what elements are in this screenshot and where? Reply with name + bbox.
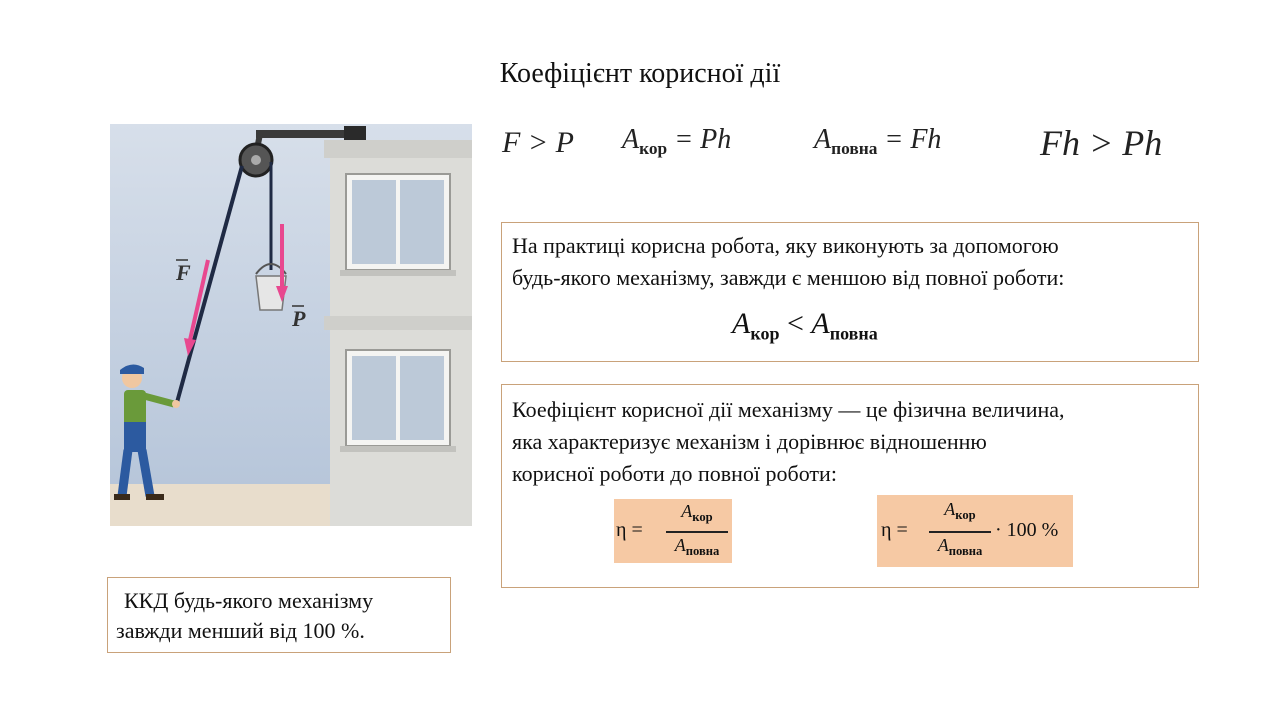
efficiency-formula: η = Aкор Aповна: [614, 499, 732, 563]
formula-a-total: Aповна = Fh: [814, 124, 942, 159]
efficiency-note-box: ККД будь-якого механізму завжди менший в…: [107, 577, 451, 653]
label-f: F: [175, 260, 191, 285]
rope-pull: [174, 165, 244, 407]
definition-box: Коефіцієнт корисної дії механізму — це ф…: [501, 384, 1199, 588]
label-p: P: [291, 306, 306, 331]
numerator: Aкор: [681, 501, 713, 524]
denominator-percent: Aповна: [937, 535, 983, 558]
times-100-percent: · 100 %: [995, 519, 1059, 541]
formula-a-useful: Aкор = Ph: [622, 124, 732, 159]
practice-box: На практиці корисна робота, яку виконуют…: [501, 222, 1199, 362]
pulley-illustration: F P: [110, 124, 472, 526]
slide-title: Коефіцієнт корисної дії: [499, 58, 781, 89]
formula-f-gt-p: F > P: [502, 126, 574, 159]
force-arrow-f: [184, 259, 210, 356]
numerator-percent: Aкор: [944, 499, 976, 522]
efficiency-percent-formula: η = Aкор Aповна · 100 %: [877, 495, 1073, 567]
denominator: Aповна: [674, 535, 720, 558]
bucket: [255, 263, 287, 311]
definition-line1: Коефіцієнт корисної дії механізму — це ф…: [512, 397, 1065, 422]
formula-fh-gt-ph: Fh > Ph: [1040, 123, 1163, 163]
inequality-formula: Aкор < Aповна: [732, 307, 878, 344]
weight-arrow-p: [276, 224, 288, 302]
formula-row: F > P Aкор = Ph Aповна = Fh Fh > Ph: [500, 118, 1220, 168]
definition-line3: корисної роботи до повної роботи:: [512, 461, 837, 486]
worker: [114, 364, 180, 500]
note-line1: ККД будь-якого механізму: [124, 588, 374, 613]
note-line2: завжди менший від 100 %.: [116, 618, 365, 643]
pulley-beam: [238, 126, 366, 178]
practice-text-line1: На практиці корисна робота, яку виконуют…: [512, 233, 1059, 258]
definition-line2: яка характеризує механізм і дорівнює від…: [512, 429, 987, 454]
practice-text-line2: будь-якого механізму, завжди є меншою ві…: [512, 265, 1065, 290]
building: [324, 140, 472, 526]
